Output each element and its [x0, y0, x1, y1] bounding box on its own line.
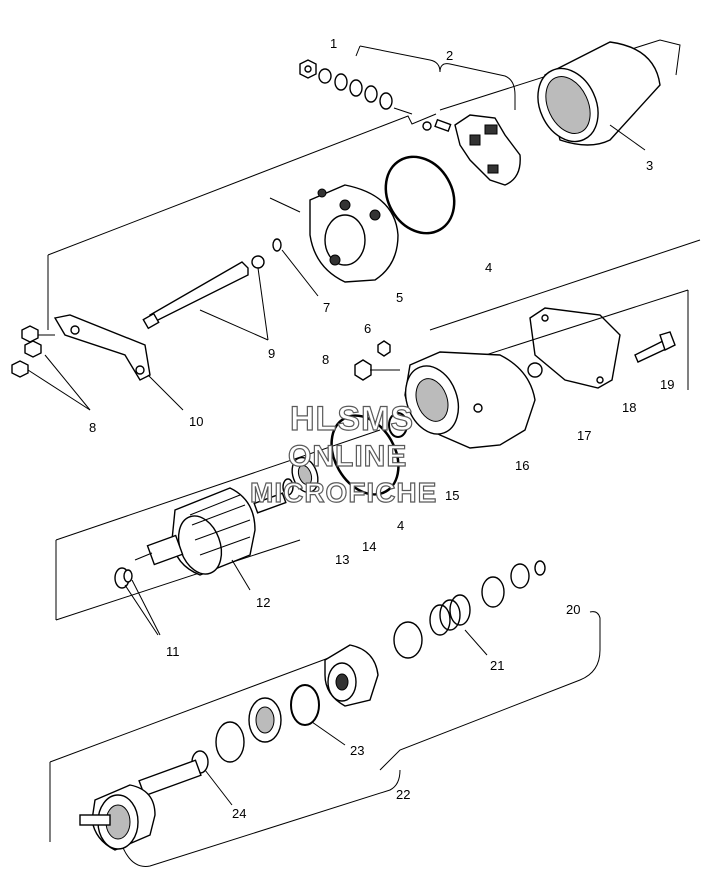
bolt-19 [634, 331, 676, 363]
ring-20 [481, 560, 546, 608]
clutch-gear [324, 644, 379, 707]
brush-plate [422, 114, 521, 186]
retainer-and-collar [191, 697, 282, 806]
watermark-line-1: HLSMS [290, 400, 414, 438]
group-outline-lines [47, 39, 701, 867]
callout-15: 15 [445, 488, 459, 503]
callout-8b: 8 [89, 420, 96, 435]
pinion-shaft [79, 759, 202, 851]
watermark: HLSMS ONLINE MICROFICHE [249, 399, 437, 508]
armature [134, 487, 287, 591]
through-bolts [142, 255, 269, 341]
front-housing [404, 351, 536, 449]
callout-labels: 1 2 3 4 5 7 9 6 8 8 10 19 18 17 16 15 4 … [89, 36, 674, 821]
callout-7: 7 [323, 300, 330, 315]
o-ring-23 [290, 684, 346, 746]
callout-9: 9 [268, 346, 275, 361]
callout-19: 19 [660, 377, 674, 392]
bearing-14 [282, 456, 319, 496]
mounting-bracket [11, 314, 184, 411]
callout-10: 10 [189, 414, 203, 429]
callout-6: 6 [364, 321, 371, 336]
callout-22: 22 [396, 787, 410, 802]
callout-16: 16 [515, 458, 529, 473]
yoke-housing [537, 41, 661, 151]
callout-24: 24 [232, 806, 246, 821]
callout-4b: 4 [397, 518, 404, 533]
callout-5: 5 [396, 290, 403, 305]
gasket-18 [527, 307, 621, 389]
bolt-6-and-8 [354, 340, 400, 381]
callout-17: 17 [577, 428, 591, 443]
washer-and-ring-7 [272, 238, 319, 297]
callout-23: 23 [350, 743, 364, 758]
spring-21 [393, 594, 488, 659]
watermark-line-3: MICROFICHE [250, 477, 437, 508]
end-cover [309, 184, 399, 283]
callout-13: 13 [335, 552, 349, 567]
callout-11: 11 [166, 644, 180, 659]
callout-18: 18 [622, 400, 636, 415]
callout-12: 12 [256, 595, 270, 610]
o-ring-top [384, 155, 456, 235]
o-ring-middle [330, 412, 408, 496]
callout-20: 20 [566, 602, 580, 617]
brush-holder-nut-stack [299, 59, 413, 115]
callout-1: 1 [330, 36, 337, 51]
callout-2: 2 [446, 48, 453, 63]
callout-8a: 8 [322, 352, 329, 367]
callout-3: 3 [646, 158, 653, 173]
callout-21: 21 [490, 658, 504, 673]
callout-14: 14 [362, 539, 376, 554]
watermark-line-2: ONLINE [288, 440, 407, 473]
washers-11 [114, 567, 161, 636]
callout-4: 4 [485, 260, 492, 275]
